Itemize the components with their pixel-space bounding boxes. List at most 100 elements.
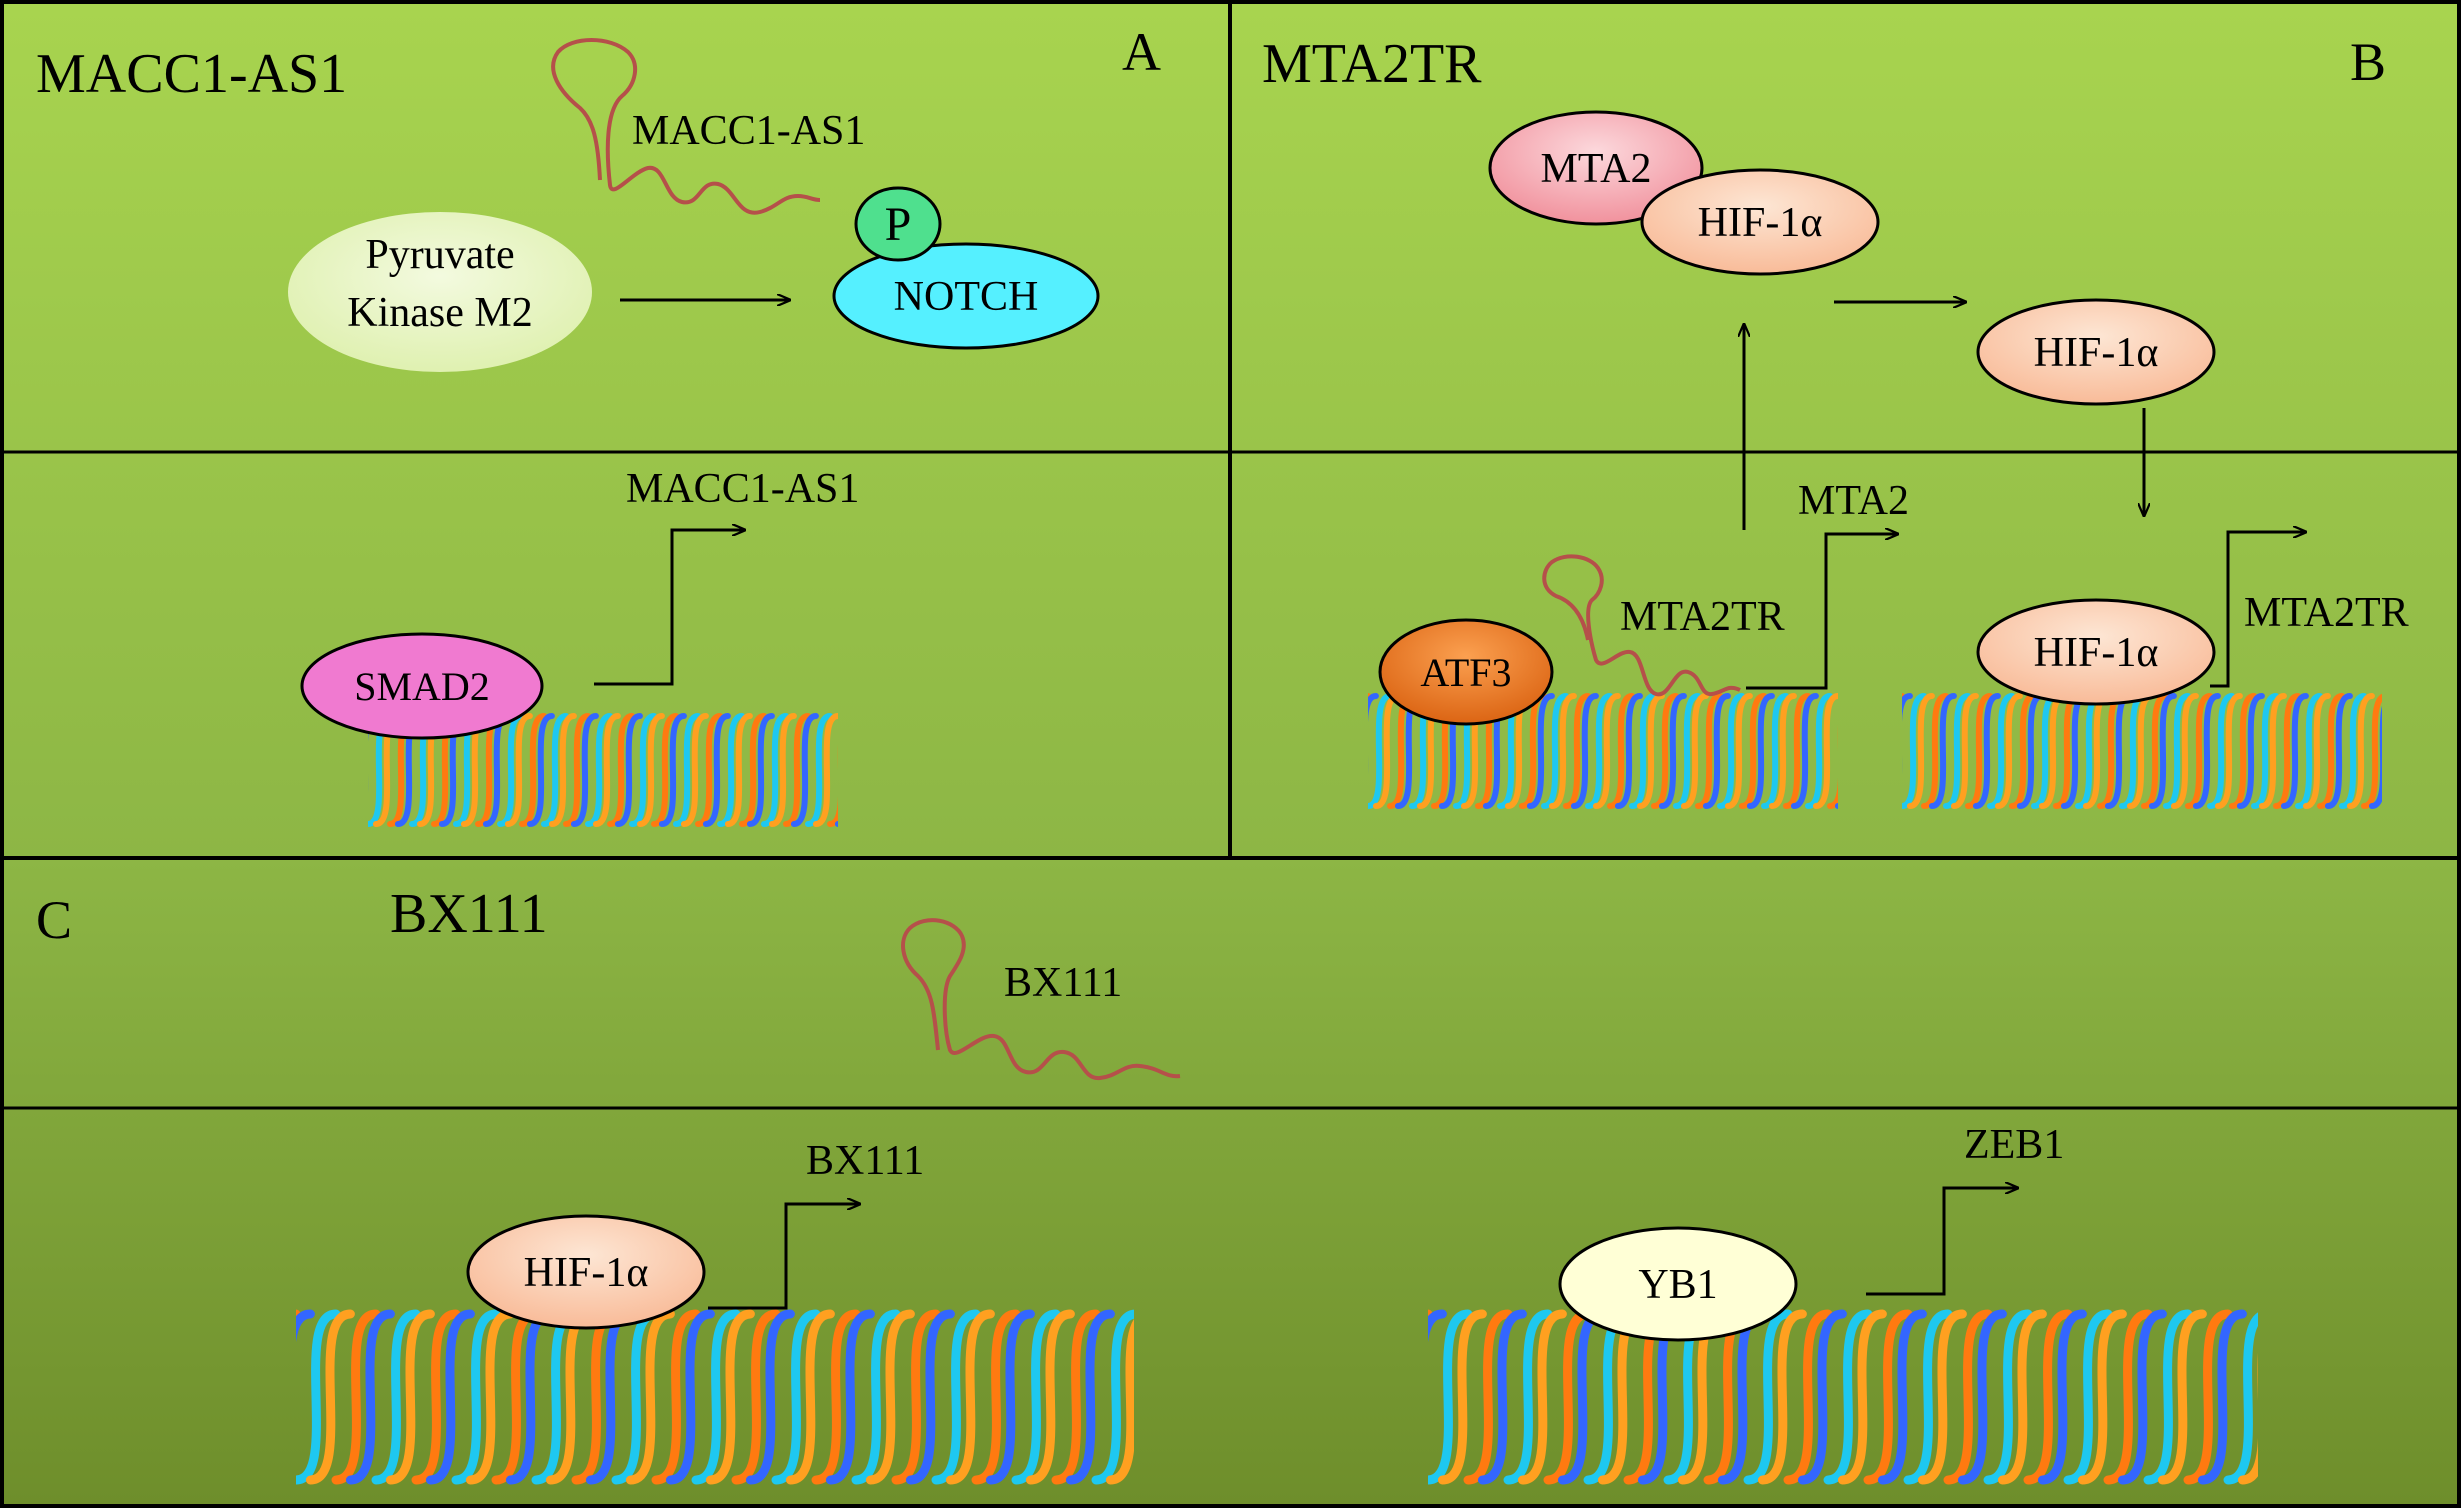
dna-strand-segment: [1950, 693, 1979, 809]
dna-strand-segment: [705, 1309, 755, 1485]
dna-strand-segment: [1768, 693, 1797, 809]
dna-strand-segment: [411, 1309, 461, 1485]
dna-strand-segment: [1863, 1309, 1913, 1485]
dna-strand-segment: [1797, 1309, 1847, 1485]
mta2-transcript-label: MTA2: [1798, 478, 1909, 524]
dna-strand-segment: [1658, 693, 1687, 809]
dna-strand-segment: [497, 713, 525, 827]
dna-strand-segment: [1065, 1309, 1115, 1485]
dna-strand-segment: [614, 713, 643, 827]
mta2tr-transcription-arrow: [2210, 532, 2306, 688]
dna-strand-segment: [1585, 693, 1613, 809]
mta2tr-transcript-label: MTA2TR: [2244, 590, 2409, 636]
dna-strand-segment: [985, 1309, 1035, 1485]
dna-strand-segment: [1105, 1319, 1134, 1485]
dna-strand-segment: [1543, 1309, 1593, 1485]
mta2-node: [1488, 110, 1704, 226]
dna-strand-segment: [891, 1309, 941, 1485]
dna-strand-segment: [2214, 693, 2243, 809]
dna-strand-segment: [1051, 1309, 1101, 1485]
dna-strand-segment: [1503, 1309, 1553, 1485]
dna-strand-segment: [811, 1309, 861, 1485]
mta2-label: MTA2: [1541, 146, 1652, 192]
dna-strand-segment: [905, 1309, 955, 1485]
dna-strand-segment: [2368, 706, 2382, 809]
macc1-as1-rna-label: MACC1-AS1: [632, 108, 865, 154]
dna-strand-segment: [1917, 1309, 1967, 1485]
dna-strand-segment: [739, 713, 767, 827]
dna-strand-segment: [1823, 1309, 1873, 1485]
phospho-label: P: [885, 198, 912, 251]
dna-strand-segment: [651, 1309, 701, 1485]
dna-strand-segment: [768, 713, 797, 827]
dna-strand-segment: [1673, 693, 1701, 809]
panel-c-title: BX111: [390, 883, 548, 945]
hif-1a-free-node: [1976, 298, 2216, 406]
dna-strand-segment: [570, 713, 599, 827]
dna-strand-segment: [1091, 1309, 1134, 1485]
panel-c-letter: C: [36, 890, 72, 950]
dna-strand-segment: [1983, 1309, 2033, 1485]
pkm2-label-line2: Kinase M2: [347, 290, 532, 336]
panel-a-title: MACC1-AS1: [36, 43, 347, 105]
dna-strand-segment: [592, 713, 621, 827]
dna-strand-segment: [1957, 1309, 2007, 1485]
dna-strand-segment: [1928, 693, 1957, 809]
dna-strand-segment: [1837, 1309, 1887, 1485]
dna-strand-segment: [2185, 693, 2213, 809]
dna-strand-segment: [1548, 693, 1577, 809]
dna-strand-segment: [1987, 693, 2015, 809]
dna-strand-segment: [2037, 1309, 2087, 1485]
dna-strand-segment: [2023, 1309, 2073, 1485]
dna-strand-segment: [2063, 1309, 2113, 1485]
dna-strand-segment: [504, 713, 533, 827]
dna-strand-segment: [771, 1309, 821, 1485]
dna-strand-segment: [931, 1309, 981, 1485]
atf3-label: ATF3: [1420, 650, 1511, 695]
dna-strand-segment: [1746, 693, 1775, 809]
dna-strand-segment: [629, 713, 657, 827]
dna-strand-segment: [827, 743, 838, 827]
dna-strand-segment: [636, 713, 665, 827]
dna-strand-segment: [563, 713, 591, 827]
dna-strand-segment: [724, 713, 753, 827]
dna-strand-segment: [1783, 1309, 1833, 1485]
dna-strand-segment: [1025, 1309, 1075, 1485]
dna-strand-segment: [1965, 693, 1993, 809]
notch-node: [832, 242, 1100, 350]
dna-strand-segment: [1761, 693, 1789, 809]
dna-strand-segment: [1607, 693, 1635, 809]
dna-strand-segment: [1011, 1309, 1061, 1485]
dna-strand-segment: [2251, 693, 2279, 809]
dna-strand-segment: [865, 1309, 915, 1485]
dna-strand-segment: [1541, 693, 1569, 809]
dna-strand-segment: [296, 1309, 315, 1344]
dna-strand-segment: [812, 713, 838, 827]
dna-strand-segment: [785, 1309, 835, 1485]
dna-strand-segment: [695, 713, 723, 827]
dna-strand-segment: [1997, 1309, 2047, 1485]
dna-strand-segment: [825, 1309, 875, 1485]
dna-strand-segment: [1463, 1309, 1513, 1485]
mta2tr-rna-label: MTA2TR: [1620, 594, 1785, 640]
macc1-as1-rna-icon: [551, 38, 821, 215]
dna-strand-segment: [731, 1309, 781, 1485]
hif-1a-complex-label: HIF-1α: [1698, 200, 1823, 246]
dna-strand-segment: [2258, 693, 2287, 809]
dna-strand-segment: [1812, 693, 1838, 809]
macc1-as1-transcript-label: MACC1-AS1: [626, 466, 859, 512]
dna-strand-segment: [680, 713, 709, 827]
mta2tr-rna-icon: [1542, 554, 1741, 697]
dna-strand-segment: [1517, 1309, 1567, 1485]
dna-strand-segment: [2163, 693, 2191, 809]
bx111-transcription-arrow: [708, 1204, 860, 1310]
hif-1a-node-c: [466, 1214, 706, 1330]
dna-strand-segment: [1477, 1309, 1527, 1485]
dna-strand-segment: [1921, 693, 1949, 809]
dna-helix-panel-c-right: [1428, 1309, 2258, 1485]
dna-strand-segment: [673, 713, 701, 827]
bx111-rna-icon: [901, 918, 1181, 1080]
panel-b-title: MTA2TR: [1262, 33, 1482, 95]
dna-strand-segment: [2295, 693, 2323, 809]
